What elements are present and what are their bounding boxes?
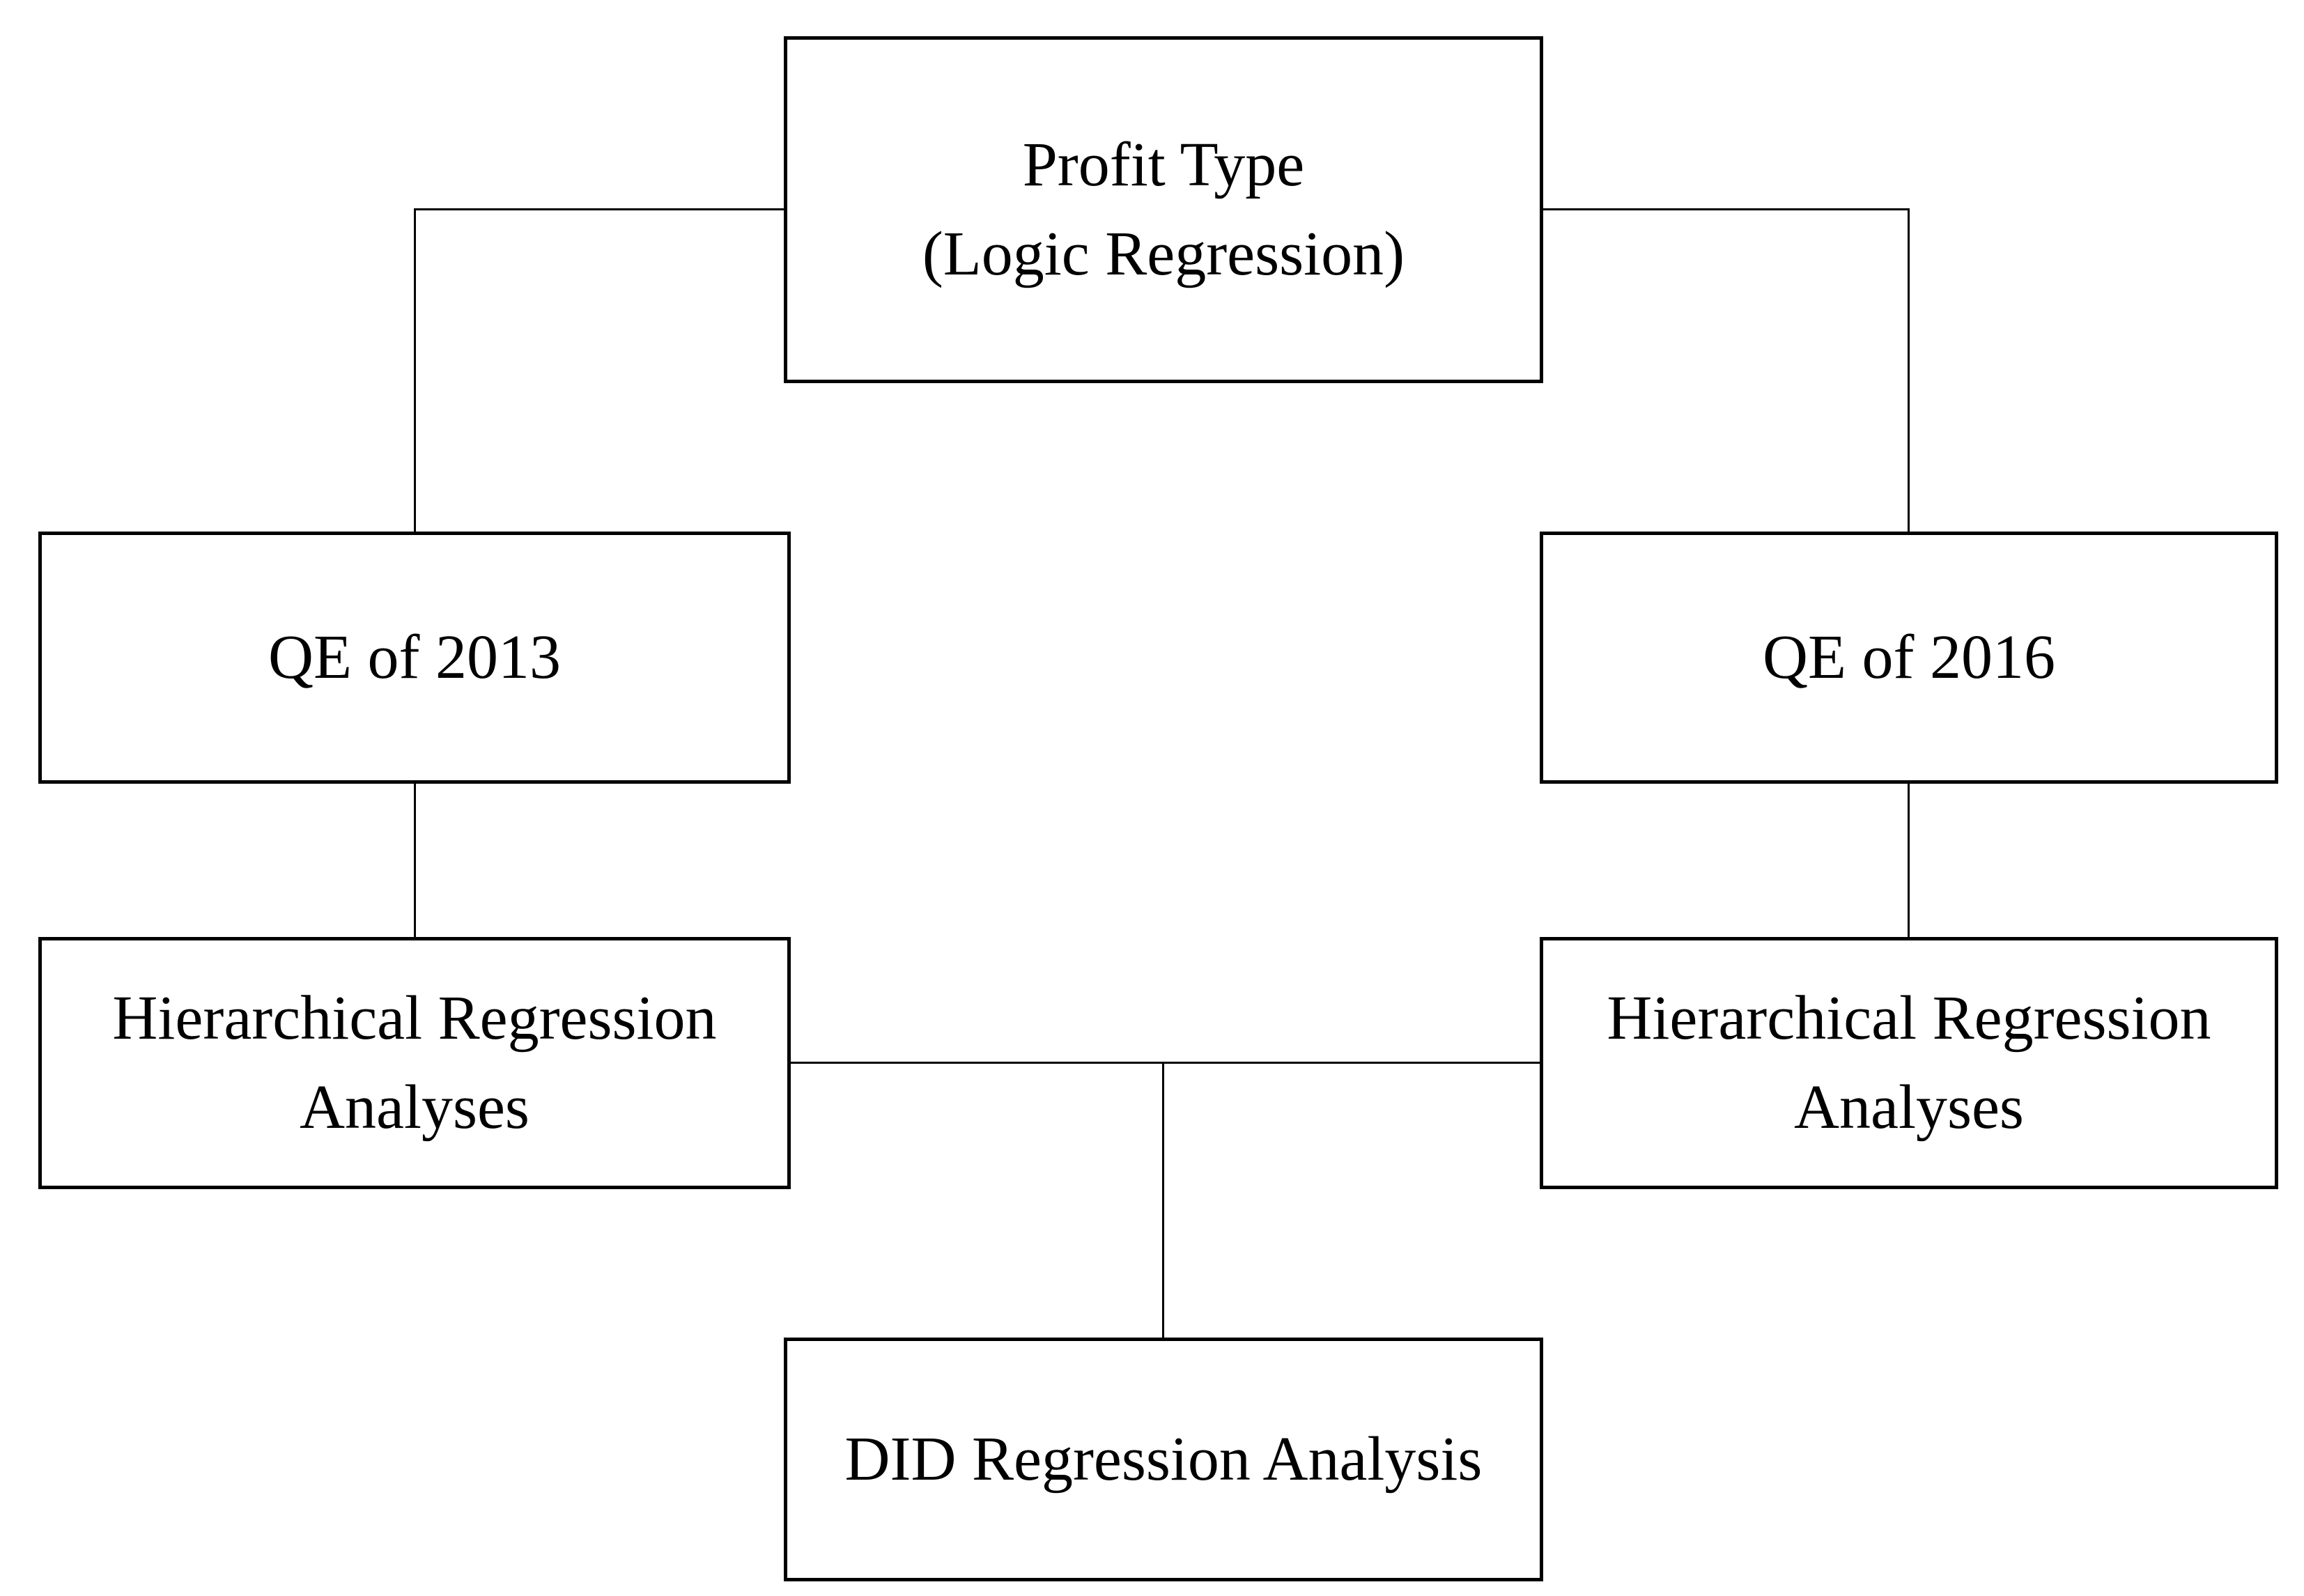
node-hierarchical-right-label-line2: Analyses [1794,1073,2024,1142]
node-hierarchical-regression-analyses-right: Hierarchical Regression Analyses [1540,937,2278,1189]
node-profit-type-label-line1: Profit Type [1022,130,1305,200]
edge-hierarchical-boxes-horizontal [789,1062,1541,1064]
edge-qe2016-to-hierarchical-right [1908,782,1910,938]
node-hierarchical-right-label-line1: Hierarchical Regression [1607,984,2211,1053]
edge-profit-type-to-qe2016-vertical [1908,208,1910,533]
node-hierarchical-left-label-line1: Hierarchical Regression [112,984,717,1053]
edge-qe2013-to-hierarchical-left [414,782,416,938]
edge-to-did-regression-vertical [1162,1062,1164,1339]
node-did-regression-analysis: DID Regression Analysis [784,1338,1543,1581]
node-did-regression-analysis-label: DID Regression Analysis [844,1425,1483,1494]
node-qe-of-2013: QE of 2013 [38,532,791,784]
node-hierarchical-left-label-line2: Analyses [300,1073,529,1142]
node-qe-of-2016: QE of 2016 [1540,532,2278,784]
node-qe-of-2013-label: QE of 2013 [268,623,561,692]
node-profit-type: Profit Type (Logic Regression) [784,36,1543,383]
edge-profit-type-to-qe2013-vertical [414,208,416,533]
node-hierarchical-regression-analyses-left: Hierarchical Regression Analyses [38,937,791,1189]
edge-profit-type-to-qe2013-horizontal [415,208,785,210]
edge-profit-type-to-qe2016-horizontal [1542,208,1909,210]
node-qe-of-2016-label: QE of 2016 [1763,623,2055,692]
node-profit-type-label-line2: (Logic Regression) [922,219,1405,288]
